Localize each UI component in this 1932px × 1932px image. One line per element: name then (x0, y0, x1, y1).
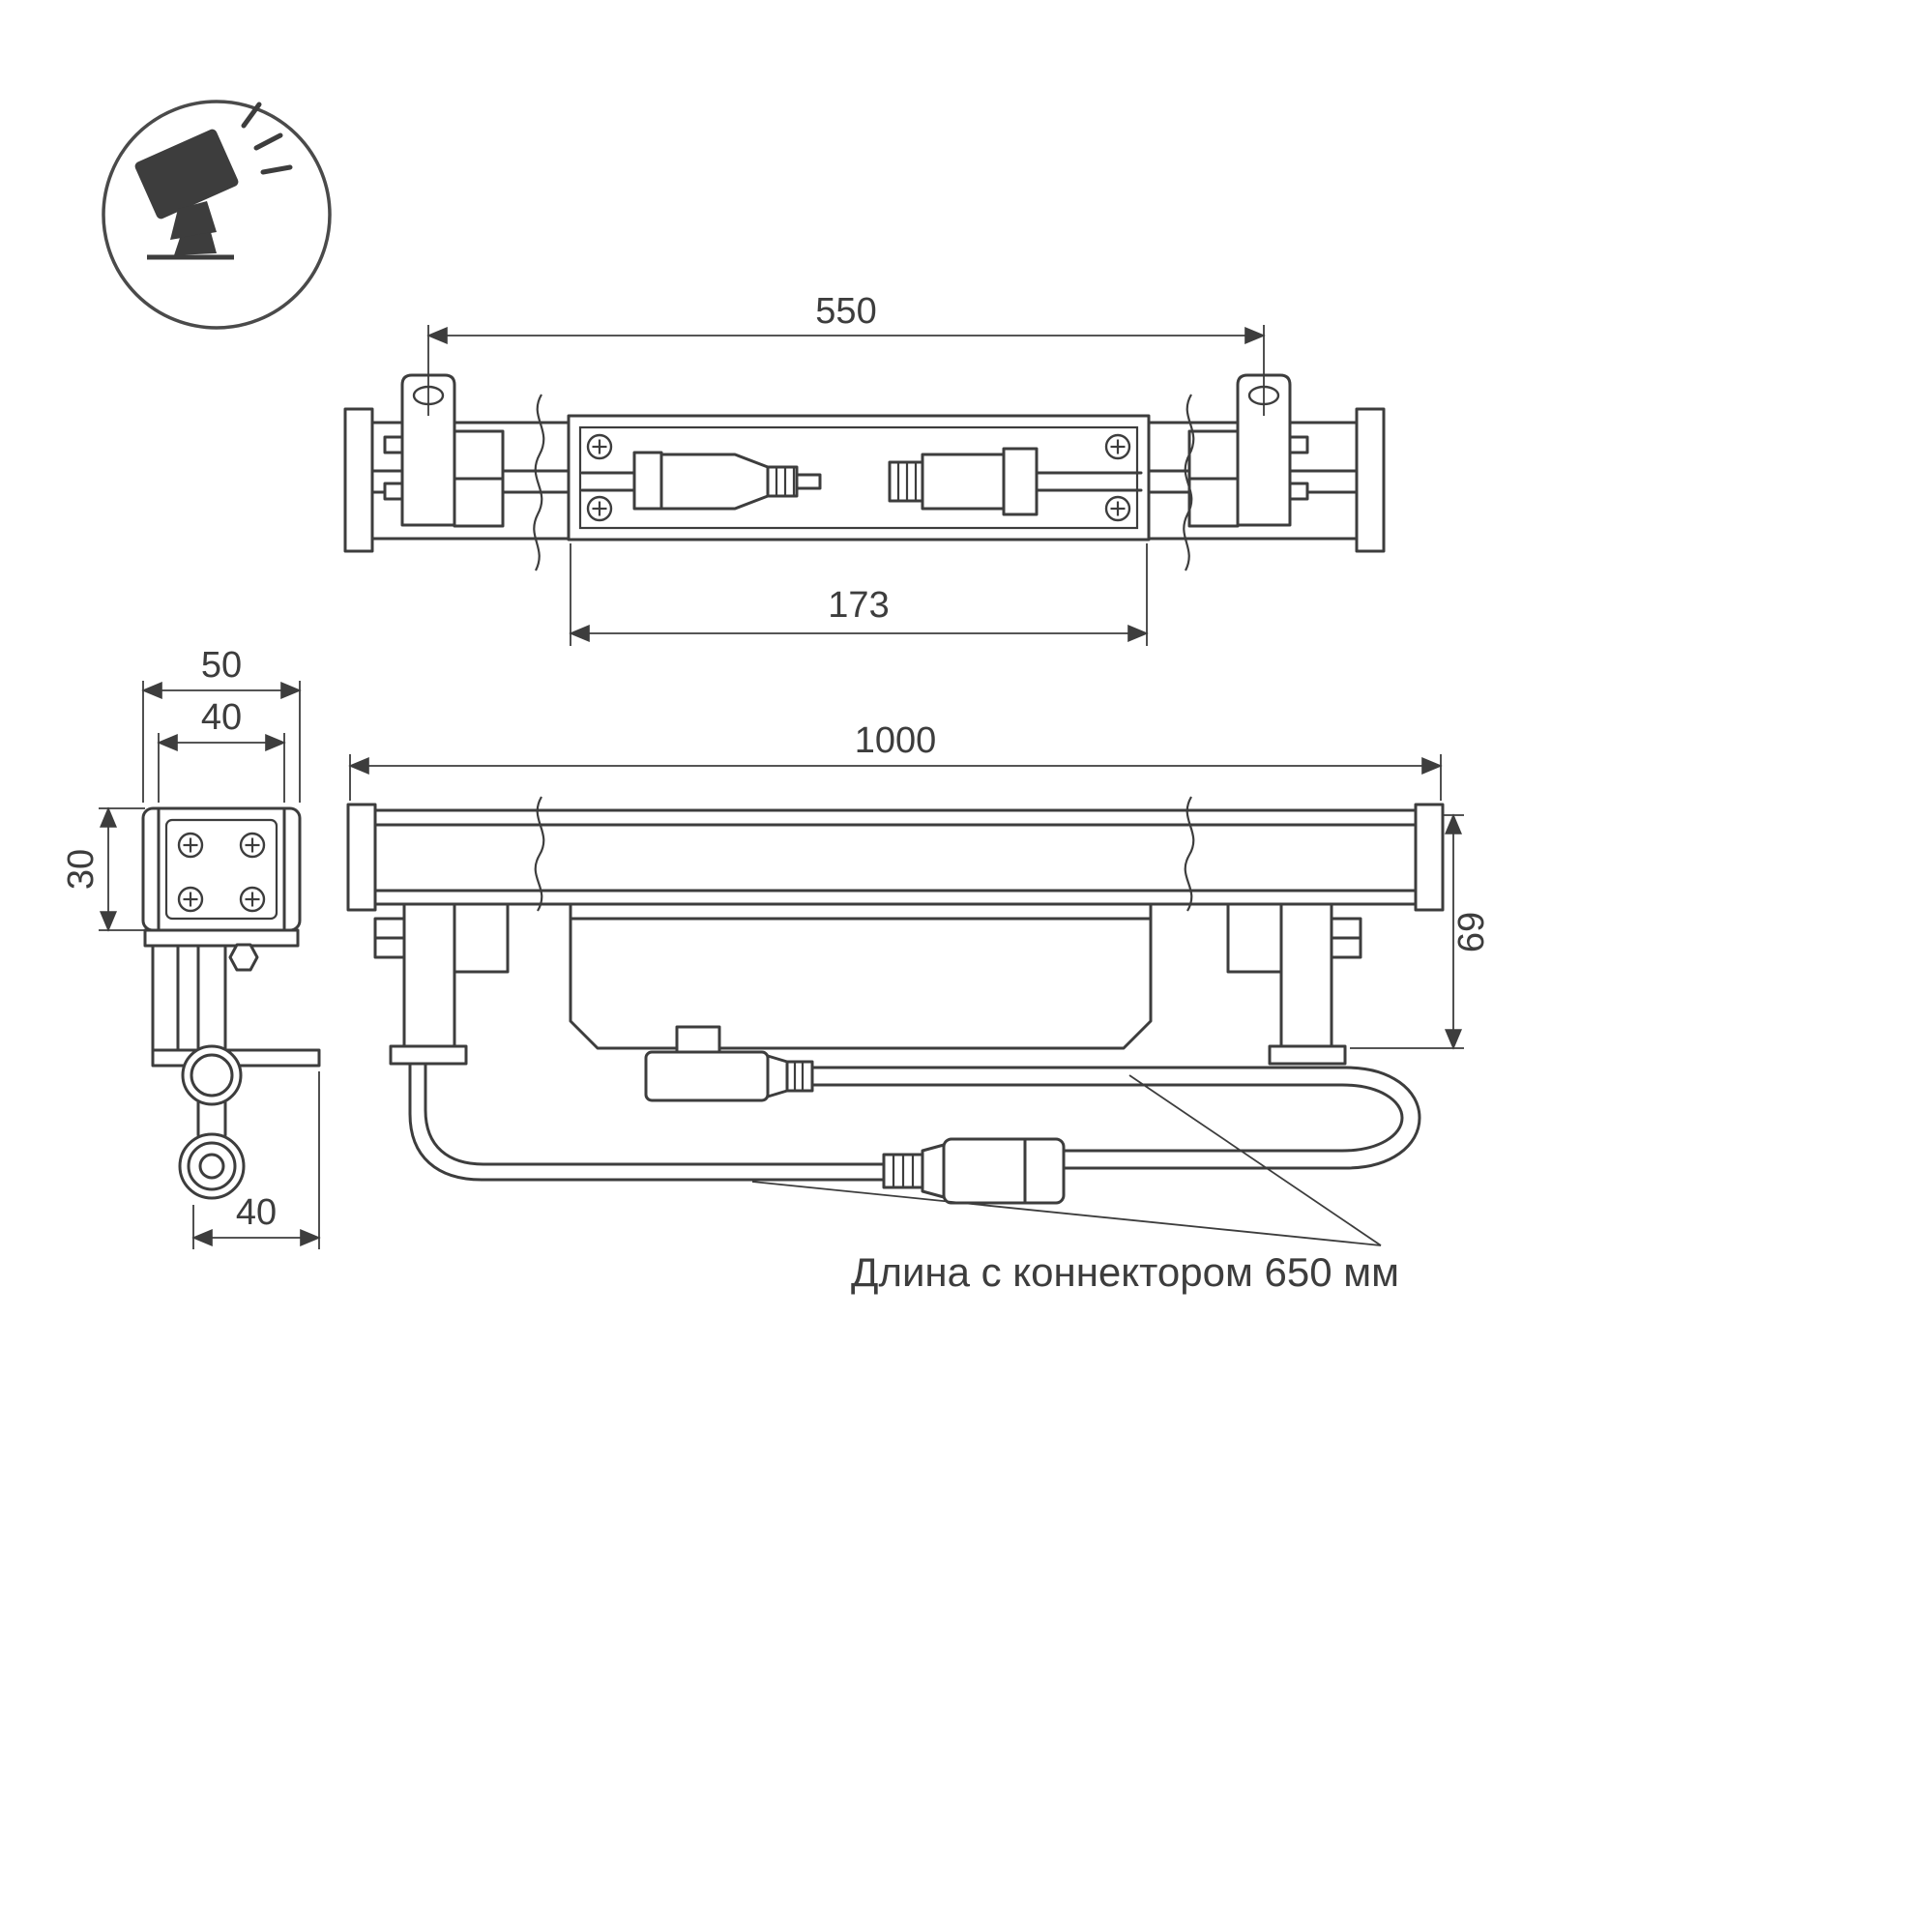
dim-30-value: 30 (61, 849, 102, 890)
dim-30: 30 (61, 806, 145, 932)
note-text: Длина с коннектором 650 мм (851, 1249, 1399, 1295)
dim-173: 173 (569, 543, 1149, 646)
dim-1000: 1000 (348, 720, 1443, 801)
floodlight-body-icon (134, 129, 239, 220)
floodlight-type-icon (102, 100, 332, 330)
dim-40-top: 40 (157, 697, 286, 803)
break-line-left (534, 796, 545, 912)
wiring-plate (567, 414, 1151, 542)
dim-550-value: 550 (815, 291, 876, 332)
front-left-endcap (346, 803, 377, 912)
screw-icon (239, 832, 266, 859)
dim-50: 50 (141, 645, 302, 803)
dim-40-bottom-value: 40 (236, 1192, 277, 1233)
screw-icon (177, 832, 204, 859)
inline-connector (644, 1025, 814, 1102)
screw-icon (586, 495, 613, 522)
screw-icon (239, 886, 266, 913)
screw-icon (1104, 495, 1131, 522)
dim-69: 69 (1350, 813, 1492, 1050)
internal-cable-connectors (580, 447, 1143, 516)
break-line-left (533, 394, 545, 571)
note-leader-line (751, 1181, 1382, 1246)
left-mounting-bracket (383, 373, 505, 528)
side-bracket-clamp (143, 928, 321, 1068)
dim-40-top-value: 40 (201, 697, 242, 738)
side-cable-connector (178, 944, 246, 1200)
front-left-bracket (373, 902, 510, 1066)
screw-icon (586, 433, 613, 460)
dim-1000-value: 1000 (855, 720, 937, 761)
note-leader-line (1128, 1074, 1382, 1246)
dim-50-value: 50 (201, 645, 242, 686)
top-view: 550 173 (343, 291, 1386, 646)
screw-icon (177, 886, 204, 913)
driver-housing (569, 902, 1153, 1050)
end-connector (882, 1137, 1066, 1205)
front-right-endcap (1414, 803, 1445, 912)
side-view: 50 40 30 (61, 645, 321, 1249)
front-cables (408, 1062, 1421, 1182)
hex-nut (228, 943, 259, 972)
front-view: 1000 (346, 720, 1492, 1295)
dim-69-value: 69 (1451, 912, 1492, 952)
break-line-right (1183, 394, 1195, 571)
dim-40-bottom: 40 (191, 1071, 321, 1249)
screw-icon (1104, 433, 1131, 460)
dim-173-value: 173 (828, 585, 889, 626)
connector-length-note: Длина с коннектором 650 мм (751, 1074, 1399, 1295)
break-line-right (1184, 796, 1195, 912)
icon-circle (102, 100, 332, 330)
floodlight-neck-icon (170, 201, 217, 240)
floodlight-base-icon (174, 232, 217, 255)
top-right-endcap (1355, 407, 1386, 553)
front-right-bracket (1226, 902, 1362, 1066)
top-left-endcap (343, 407, 374, 553)
right-mounting-bracket (1187, 373, 1309, 528)
dim-550: 550 (426, 291, 1266, 416)
light-rays-icon (241, 102, 293, 175)
